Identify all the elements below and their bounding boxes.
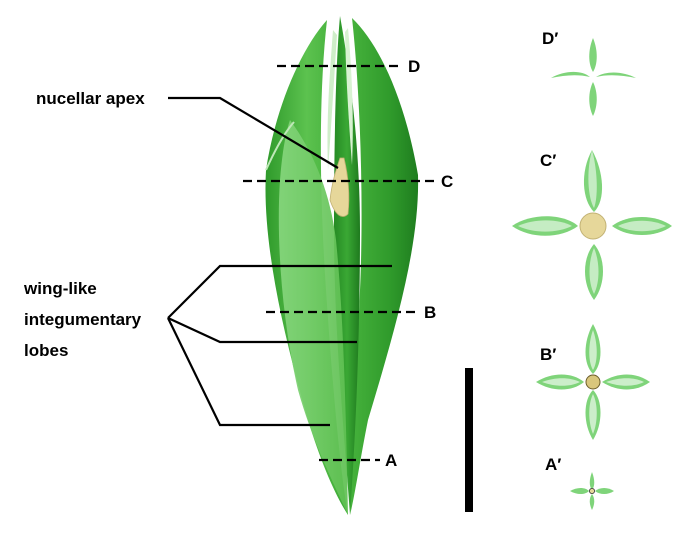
- cut-planes: [243, 64, 435, 462]
- nucellus-section-a: [589, 487, 596, 494]
- section-label-d: D′: [542, 29, 558, 48]
- leaders-wing-like: [167, 264, 392, 427]
- cut-label-b: B: [424, 303, 436, 322]
- nucellus-section-c: [579, 212, 607, 240]
- section-label-a: A′: [545, 455, 561, 474]
- lobe-highlight: [265, 121, 295, 171]
- cut-label-a: A: [385, 451, 397, 470]
- section-d: [551, 38, 636, 116]
- nucellar-apex-shape: [329, 157, 350, 217]
- cut-label-d: D: [408, 57, 420, 76]
- section-label-c: C′: [540, 151, 556, 170]
- nucellus-section-b: [585, 374, 601, 390]
- leader-nucellar-apex: [168, 96, 339, 169]
- front-lobe: [278, 120, 348, 515]
- label-wing-like-line3: lobes: [24, 341, 68, 360]
- ovule-model: [265, 16, 419, 515]
- scale-bar: [465, 368, 473, 512]
- label-wing-like-line1: wing-like: [23, 279, 97, 298]
- section-a: [570, 472, 614, 510]
- section-c: [512, 150, 672, 300]
- label-wing-like-line2: integumentary: [24, 310, 142, 329]
- section-label-b: B′: [540, 345, 556, 364]
- inner-sliver: [345, 28, 353, 165]
- label-nucellar-apex: nucellar apex: [36, 89, 145, 108]
- cut-label-c: C: [441, 172, 453, 191]
- section-b: [536, 324, 650, 440]
